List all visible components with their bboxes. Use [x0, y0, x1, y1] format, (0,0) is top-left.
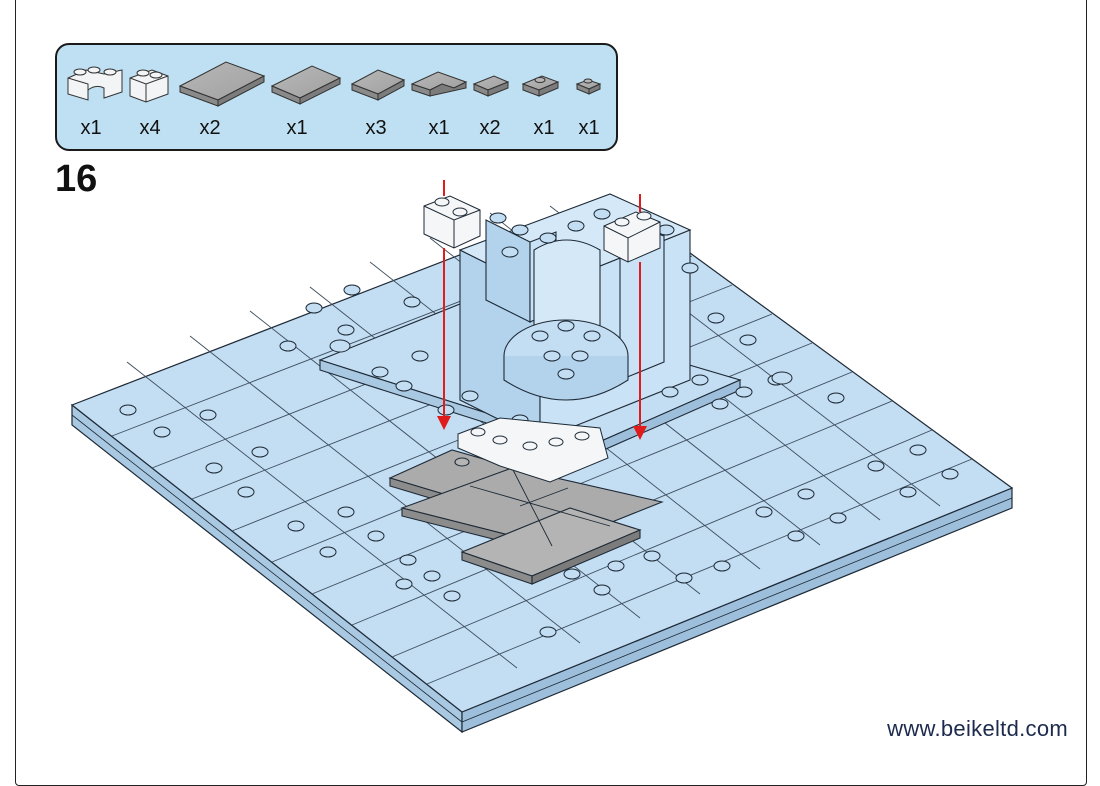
part-qty: x2: [199, 117, 221, 139]
placement-arrows: [437, 180, 647, 440]
part-qty: x1: [80, 117, 102, 139]
baseplate-studs: [119, 284, 959, 638]
step-number: 16: [55, 158, 98, 200]
gray-corner-tile-icon: [410, 71, 468, 97]
part-qty: x3: [365, 117, 387, 139]
part-qty: x1: [428, 117, 450, 139]
clear-1x2-brick-icon: [129, 69, 169, 103]
tower-studs: [329, 208, 793, 426]
part-qty: x2: [479, 117, 501, 139]
part-qty: x4: [139, 117, 161, 139]
part-qty: x1: [578, 117, 600, 139]
gray-tiles: [388, 449, 664, 585]
clear-arch-placed: [457, 417, 609, 483]
gray-2x4-tile-icon: [270, 65, 342, 105]
gray-1x2-tile-icon: [472, 75, 510, 97]
part-qty: x1: [533, 117, 555, 139]
gray-2x2-tile-icon: [350, 69, 406, 101]
gray-2x4-tile-icon: [178, 61, 266, 107]
part-qty: x1: [286, 117, 308, 139]
clear-brick-right: [603, 211, 661, 263]
website-url[interactable]: www.beikeltd.com: [887, 716, 1068, 741]
tower: [458, 193, 692, 441]
clear-arch-brick-icon: [67, 66, 123, 101]
gray-1x1-plate-icon: [575, 78, 602, 95]
parts-icons: [67, 61, 602, 107]
model-illustration: [70, 180, 1014, 734]
gray-jumper-plate-icon: [521, 75, 560, 97]
clear-brick-left: [423, 195, 481, 249]
